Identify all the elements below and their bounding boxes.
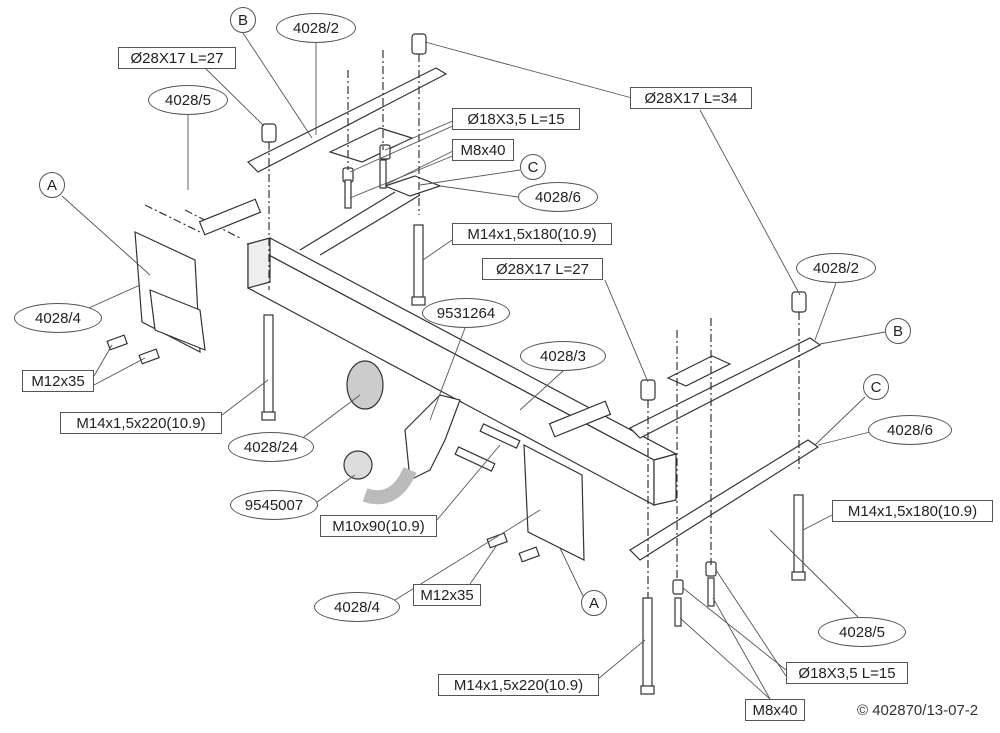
part-label-9545007: 9545007 (230, 490, 318, 520)
spec-spacer-15-top: Ø18X3,5 L=15 (452, 108, 580, 130)
spacers (261, 33, 807, 595)
main-cross-tube (246, 237, 678, 507)
spec-bolt-m8-bottom: M8x40 (745, 699, 805, 721)
spec-bolt-m8-top: M8x40 (452, 139, 514, 161)
part-label-4028-24: 4028/24 (228, 432, 314, 462)
right-strap-plate (666, 355, 732, 387)
spec-bolt-m14-220-left: M14x1,5x220(10.9) (60, 412, 222, 434)
part-label-9531264: 9531264 (422, 298, 510, 328)
right-upper-strap (628, 337, 822, 439)
spec-spacer-34: Ø28X17 L=34 (630, 87, 752, 109)
spec-bolt-m14-180-right: M14x1,5x180(10.9) (832, 500, 993, 522)
part-label-4028-4-left: 4028/4 (14, 303, 102, 333)
left-strap-plate (328, 127, 414, 163)
leader-lines (61, 32, 886, 700)
spec-bolt-m12-left: M12x35 (22, 370, 94, 392)
spec-spacer-15-bottom: Ø18X3,5 L=15 (786, 662, 908, 684)
ref-marker-b-top: B (230, 7, 256, 33)
part-label-4028-3: 4028/3 (520, 341, 606, 371)
part-label-4028-5-right: 4028/5 (818, 617, 906, 647)
sealant-guns (198, 198, 612, 438)
part-label-4028-2-right: 4028/2 (796, 253, 876, 283)
tow-ball-assembly (343, 360, 461, 505)
left-plate-bracket (149, 289, 206, 351)
part-label-4028-2-top: 4028/2 (276, 13, 356, 43)
spec-bolt-m12-bottom: M12x35 (413, 584, 481, 606)
part-label-4028-5-left: 4028/5 (148, 85, 228, 115)
spec-bolt-m14-180-top: M14x1,5x180(10.9) (452, 223, 612, 245)
ref-marker-b-right: B (885, 318, 911, 344)
bolts (106, 159, 806, 695)
assembly-axes (144, 50, 800, 600)
spec-spacer-27-right: Ø28X17 L=27 (482, 258, 603, 280)
ref-marker-c-top: C (520, 154, 546, 180)
part-label-4028-4-bottom: 4028/4 (314, 592, 400, 622)
spec-spacer-27-left: Ø28X17 L=27 (118, 47, 236, 69)
part-label-4028-6-right: 4028/6 (868, 415, 952, 445)
ref-marker-c-right: C (863, 374, 889, 400)
copyright-text: © 402870/13-07-2 (857, 702, 979, 719)
part-label-4028-6-top: 4028/6 (518, 182, 598, 212)
spec-bolt-m10: M10x90(10.9) (320, 515, 437, 537)
ref-marker-a-left: A (39, 172, 65, 198)
left-upper-strap (246, 67, 448, 173)
right-side-plate (523, 443, 585, 561)
ref-marker-a-bottom: A (581, 590, 607, 616)
spec-bolt-m14-220-bottom: M14x1,5x220(10.9) (438, 674, 599, 696)
